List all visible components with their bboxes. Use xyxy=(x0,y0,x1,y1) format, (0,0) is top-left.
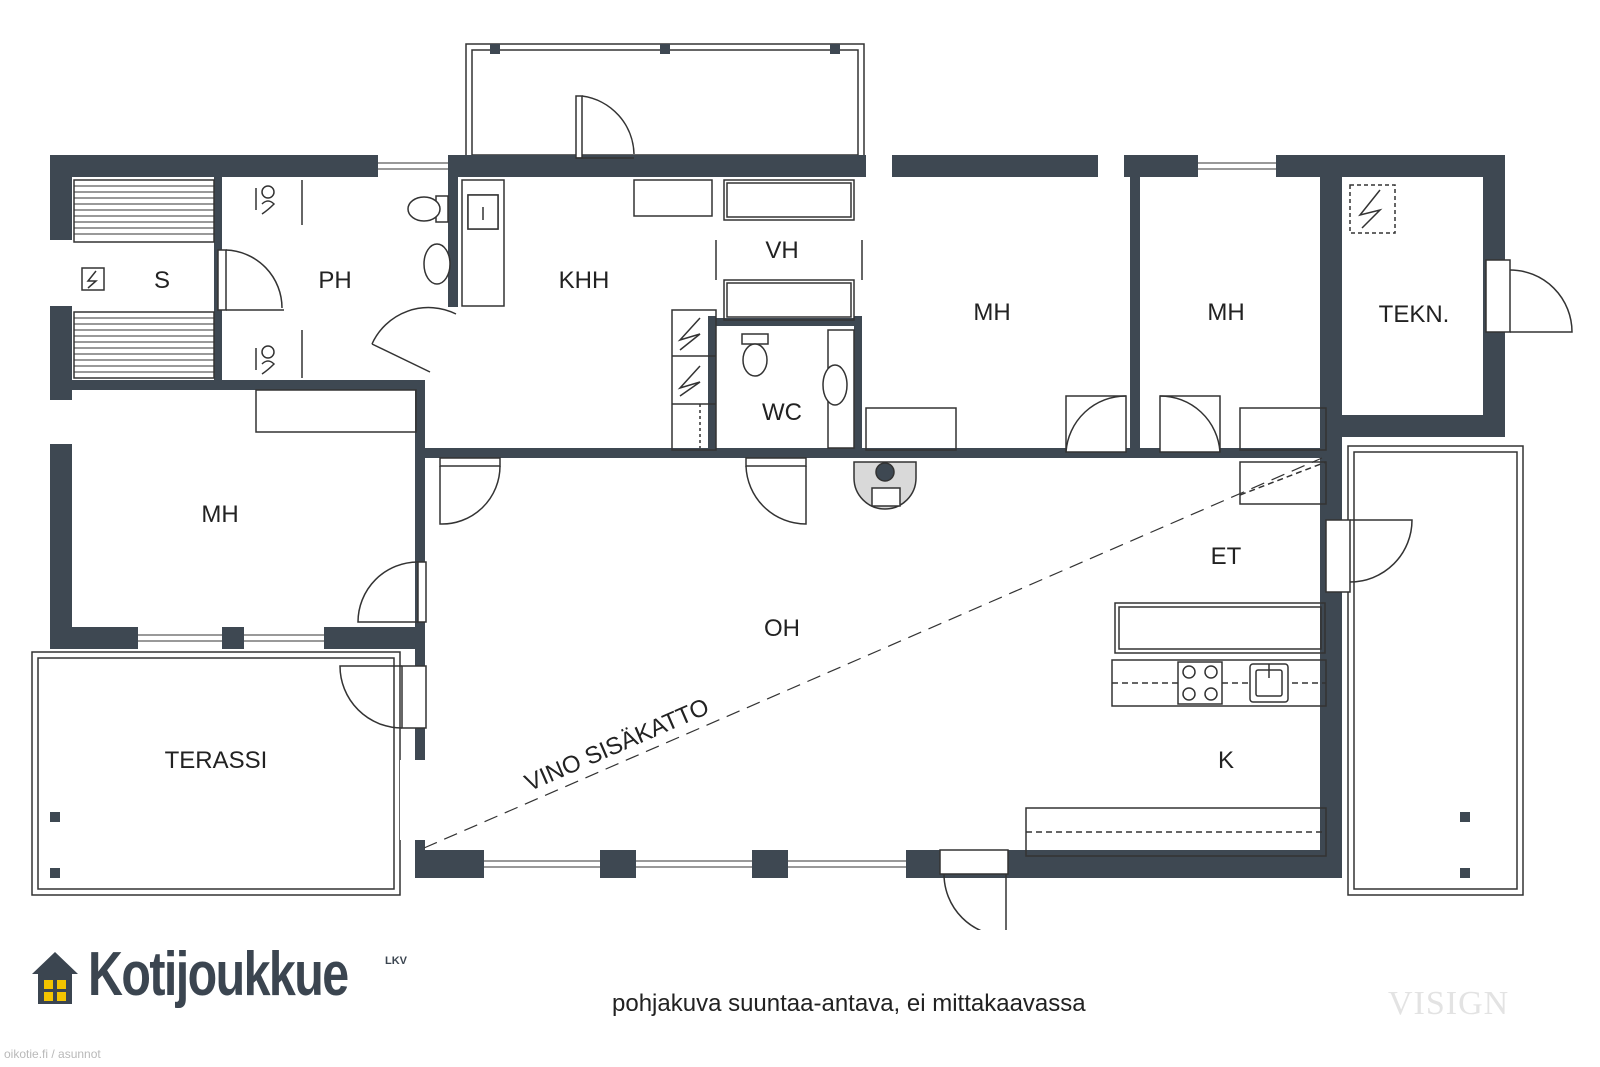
sloped-ceiling-line xyxy=(423,457,1323,849)
sink-icon xyxy=(1249,663,1289,703)
room-label-toilet: WC xyxy=(762,399,802,426)
room-label-living: OH xyxy=(764,615,800,642)
room-label-washroom: PH xyxy=(318,267,351,294)
toilet-icon xyxy=(407,195,769,377)
brand-name: Kotijoukkue xyxy=(88,940,349,1009)
brand-suffix: LKV xyxy=(385,955,407,967)
electric-panel-icon xyxy=(81,267,105,291)
sauna-benches xyxy=(73,179,215,379)
room-label-bedroom-3: MH xyxy=(201,501,238,528)
room-label-closet: VH xyxy=(765,237,798,264)
watermark: VISIGN xyxy=(1388,985,1510,1022)
brand-logo: Kotijoukkue LKV xyxy=(30,936,421,1006)
source-credit: oikotie.fi / asunnot xyxy=(4,1047,101,1061)
stove-icon xyxy=(1177,661,1223,705)
room-label-terrace: TERASSI xyxy=(165,747,268,774)
terrace-posts xyxy=(50,44,1470,878)
plan-disclaimer: pohjakuva suuntaa-antava, ei mittakaavas… xyxy=(612,990,1086,1017)
balcony-top xyxy=(465,43,865,160)
windows xyxy=(50,155,1276,878)
room-label-technical: TEKN. xyxy=(1379,301,1450,328)
shower-icon xyxy=(255,185,276,375)
room-label-bedroom-1: MH xyxy=(973,299,1010,326)
room-label-entrance: ET xyxy=(1211,543,1242,570)
door-swing-icon xyxy=(217,95,1573,930)
room-label-utility: KHH xyxy=(559,267,610,294)
floor-plan: VINO SISÄKATTO S PH KHH VH WC MH MH TEKN… xyxy=(31,43,1573,930)
room-label-kitchen: K xyxy=(1218,747,1234,774)
sloped-ceiling-label: VINO SISÄKATTO xyxy=(521,693,713,797)
room-label-bedroom-2: MH xyxy=(1207,299,1244,326)
fireplace-icon xyxy=(853,461,917,510)
house-logo-icon xyxy=(32,952,78,1004)
fixtures xyxy=(255,179,1396,857)
washbasin-icon xyxy=(423,194,848,406)
room-label-sauna: S xyxy=(154,267,170,294)
terrace-right xyxy=(1347,445,1524,896)
